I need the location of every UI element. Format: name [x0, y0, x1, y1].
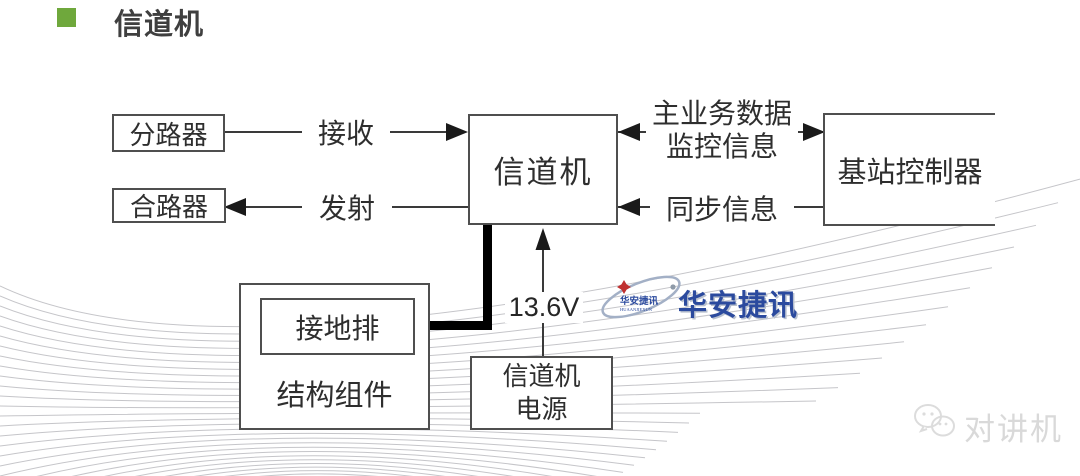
logo-swoosh-icon: 华安捷讯 HUAANJIEXUN — [601, 275, 681, 319]
box-splitter: 分路器 — [112, 114, 225, 152]
box-grounding-bar: 接地排 — [260, 298, 415, 355]
logo-ellipse — [601, 275, 681, 319]
ground-thick-line — [415, 225, 492, 330]
box-channel-power-line1: 信道机 — [502, 362, 581, 391]
box-channel-machine-label: 信道机 — [493, 155, 593, 190]
box-base-station-controller: 基站控制器 — [823, 113, 995, 226]
box-grounding-bar-label: 接地排 — [295, 313, 380, 345]
logo-star-icon — [617, 280, 631, 294]
box-combiner-label: 合路器 — [129, 193, 208, 222]
arrowhead-sync-left — [618, 198, 640, 216]
label-receive: 接收 — [302, 113, 390, 151]
arrowhead-into-combiner — [224, 198, 246, 216]
footer-watermark: 对讲机 — [868, 378, 1080, 476]
label-main-data: 主业务数据 监控信息 — [646, 97, 798, 165]
arrowhead-voltage-up — [535, 228, 551, 250]
box-channel-machine: 信道机 — [468, 114, 618, 225]
logo-cn-small: 华安捷讯 — [620, 295, 659, 307]
fan-line — [0, 432, 657, 457]
wechat-icon — [914, 404, 955, 437]
huaan-logo-watermark: 华安捷讯 HUAANJIEXUN 华安捷讯 — [596, 266, 806, 322]
logo-dot — [670, 284, 676, 290]
footer-watermark-text: 对讲机 — [964, 412, 1063, 447]
page-title: 信道机 — [114, 9, 205, 41]
fan-line — [0, 442, 635, 476]
arrowhead-maindata-right — [803, 123, 825, 141]
fan-line — [0, 437, 646, 467]
arrowhead-maindata-left — [618, 123, 640, 141]
fan-line — [71, 451, 597, 476]
box-base-station-controller-label: 基站控制器 — [837, 156, 983, 189]
label-main-data-line1: 主业务数据 — [651, 99, 792, 130]
label-voltage: 13.6V — [505, 292, 583, 323]
label-main-data-line2: 监控信息 — [665, 132, 778, 163]
box-splitter-label: 分路器 — [129, 120, 208, 150]
logo-cn-large: 华安捷讯 — [678, 290, 799, 322]
fan-line — [135, 459, 514, 476]
box-channel-power: 信道机 电源 — [470, 356, 613, 430]
fan-line — [36, 446, 624, 476]
label-transmit: 发射 — [302, 188, 392, 226]
fan-line — [194, 466, 446, 476]
box-channel-power-line2: 电源 — [515, 395, 568, 424]
title-bullet-icon — [57, 8, 76, 27]
label-sync-info: 同步信息 — [650, 190, 794, 226]
fan-line — [224, 470, 414, 476]
arrowhead-into-channel-left — [446, 123, 468, 141]
fan-line — [104, 455, 553, 476]
box-structural-components-label: 结构组件 — [276, 380, 393, 412]
logo-en-small: HUAANJIEXUN — [620, 307, 653, 312]
fan-line — [164, 463, 479, 476]
box-combiner: 合路器 — [112, 188, 226, 223]
slide-header: 信道机 — [0, 0, 1080, 46]
